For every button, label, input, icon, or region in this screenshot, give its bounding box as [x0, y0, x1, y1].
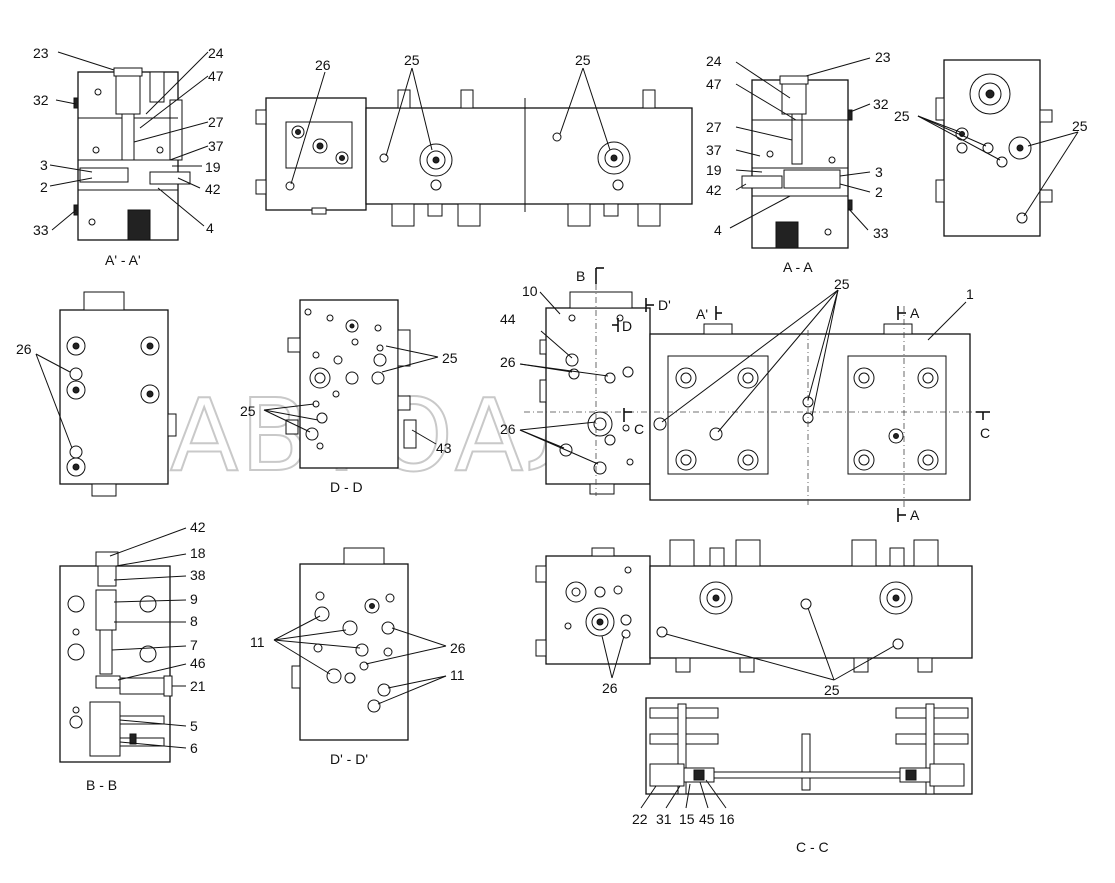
callout-37-a: 37 — [706, 142, 722, 158]
view-d-d — [263, 299, 439, 469]
callout-26-d1: 26 — [450, 640, 466, 656]
callout-8: 8 — [190, 613, 198, 629]
callout-25-top-right: 25 — [575, 52, 591, 68]
callout-16: 16 — [719, 811, 735, 827]
section-mark-a-bottom: A — [910, 507, 920, 523]
section-mark-c-left: C — [634, 421, 644, 437]
view-c-c — [640, 697, 973, 809]
callout-23-a1: 23 — [33, 45, 49, 61]
callout-27-a1: 27 — [208, 114, 224, 130]
section-mark-a1: A' — [696, 306, 708, 322]
callout-45: 45 — [699, 811, 715, 827]
callout-9: 9 — [190, 591, 198, 607]
callout-43-dd: 43 — [436, 440, 452, 456]
callout-4-a1: 4 — [206, 220, 214, 236]
section-mark-c-right: C — [980, 425, 990, 441]
callout-24-a: 24 — [706, 53, 722, 69]
callout-26-midleft: 26 — [16, 341, 32, 357]
callout-3-a: 3 — [875, 164, 883, 180]
section-mark-d1: D' — [658, 297, 671, 313]
view-caption-a: A - A — [783, 259, 813, 275]
callout-18: 18 — [190, 545, 206, 561]
callout-23-a: 23 — [875, 49, 891, 65]
callout-42-a1: 42 — [205, 181, 221, 197]
callout-37-a1: 37 — [208, 138, 224, 154]
callout-25-top-left: 25 — [404, 52, 420, 68]
view-caption-bb: B - B — [86, 777, 117, 793]
callout-5: 5 — [190, 718, 198, 734]
callout-2-a1: 2 — [40, 179, 48, 195]
callout-33-a1: 33 — [33, 222, 49, 238]
top-long-block — [255, 67, 693, 227]
callout-26-front: 26 — [602, 680, 618, 696]
main-plan-view — [519, 267, 990, 522]
callout-32-a1: 32 — [33, 92, 49, 108]
view-a-a — [729, 57, 871, 249]
callout-33-a: 33 — [873, 225, 889, 241]
callout-42-a: 42 — [706, 182, 722, 198]
section-mark-d: D — [622, 318, 632, 334]
callout-4-a: 4 — [714, 222, 722, 238]
callout-21: 21 — [190, 678, 206, 694]
callout-25-tr-left: 25 — [894, 108, 910, 124]
callout-26-main-lower: 26 — [500, 421, 516, 437]
callout-15: 15 — [679, 811, 695, 827]
callout-25-main: 25 — [834, 276, 850, 292]
callout-32-a: 32 — [873, 96, 889, 112]
mid-left-block — [35, 291, 177, 497]
callout-10: 10 — [522, 283, 538, 299]
callout-19-a1: 19 — [205, 159, 221, 175]
callout-19-a: 19 — [706, 162, 722, 178]
front-view-block — [535, 539, 973, 681]
callout-27-a: 27 — [706, 119, 722, 135]
callout-25-tr-right: 25 — [1072, 118, 1088, 134]
view-caption-cc: C - C — [796, 839, 829, 855]
callout-25-dd-right: 25 — [442, 350, 458, 366]
callout-11-d1-right: 11 — [450, 667, 465, 683]
callout-6: 6 — [190, 740, 198, 756]
top-right-block — [917, 59, 1079, 237]
callout-38: 38 — [190, 567, 206, 583]
view-d1-d1 — [273, 547, 447, 741]
callout-26-main-upper: 26 — [500, 354, 516, 370]
callout-24-a1: 24 — [208, 45, 224, 61]
callout-44: 44 — [500, 311, 516, 327]
callout-25-dd-left: 25 — [240, 403, 256, 419]
callout-42-bb: 42 — [190, 519, 206, 535]
callout-47-a: 47 — [706, 76, 722, 92]
callout-2-a: 2 — [875, 184, 883, 200]
view-caption-d1: D' - D' — [330, 751, 368, 767]
section-mark-a-top: A — [910, 305, 920, 321]
view-b-b — [59, 527, 187, 763]
callout-26-top: 26 — [315, 57, 331, 73]
callout-47-a1: 47 — [208, 68, 224, 84]
view-caption-dd: D - D — [330, 479, 363, 495]
view-caption-a1: A' - A' — [105, 252, 141, 268]
callout-22: 22 — [632, 811, 648, 827]
callout-11-d1-left: 11 — [250, 634, 265, 650]
callout-31: 31 — [656, 811, 672, 827]
callout-3-a1: 3 — [40, 157, 48, 173]
callout-46: 46 — [190, 655, 206, 671]
callout-7: 7 — [190, 637, 198, 653]
callout-25-front: 25 — [824, 682, 840, 698]
view-a1-a1 — [49, 51, 209, 241]
callout-1: 1 — [966, 286, 974, 302]
section-mark-b: B — [576, 268, 585, 284]
